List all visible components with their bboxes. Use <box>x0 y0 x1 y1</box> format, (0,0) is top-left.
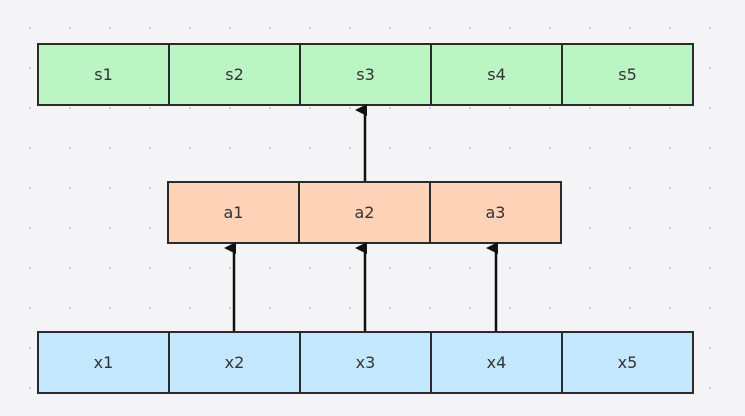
node-s4: s4 <box>430 43 563 106</box>
top-row: s1 s2 s3 s4 s5 <box>37 43 694 106</box>
node-s5: s5 <box>561 43 694 106</box>
node-a3: a3 <box>429 181 562 244</box>
node-s3: s3 <box>299 43 432 106</box>
node-a1: a1 <box>167 181 300 244</box>
middle-row: a1 a2 a3 <box>167 181 562 244</box>
node-s2: s2 <box>168 43 301 106</box>
node-x2: x2 <box>168 331 301 394</box>
node-a2: a2 <box>298 181 431 244</box>
node-x3: x3 <box>299 331 432 394</box>
node-x4: x4 <box>430 331 563 394</box>
bottom-row: x1 x2 x3 x4 x5 <box>37 331 694 394</box>
node-x5: x5 <box>561 331 694 394</box>
node-s1: s1 <box>37 43 170 106</box>
node-x1: x1 <box>37 331 170 394</box>
